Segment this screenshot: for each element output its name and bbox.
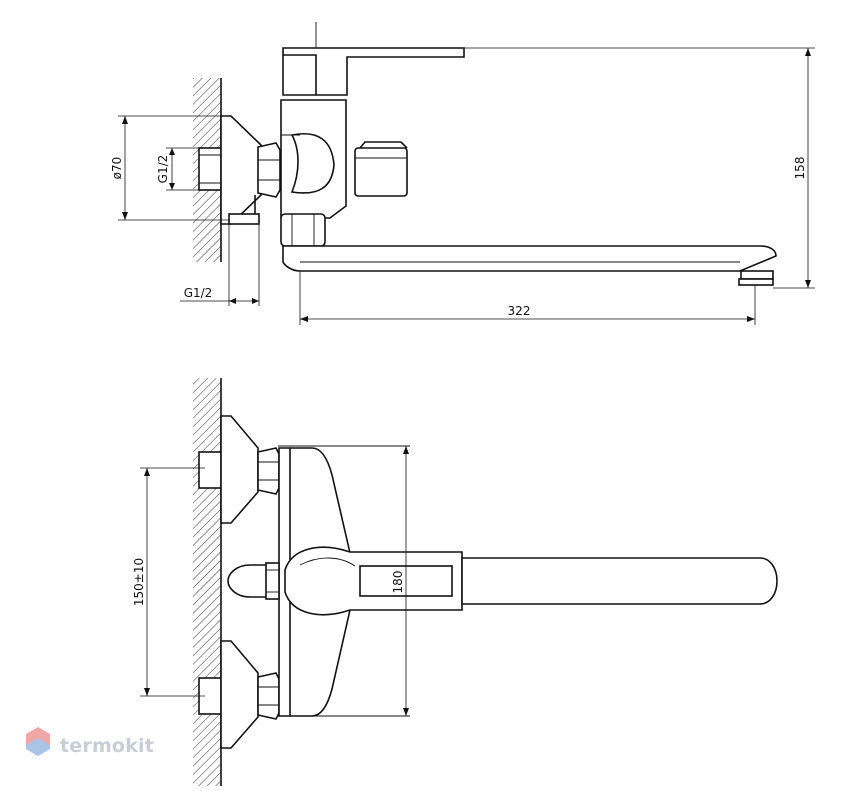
front-view: 150±10 180 xyxy=(132,378,778,786)
inlet-spacing-label: 150±10 xyxy=(132,558,146,606)
diverter-knob xyxy=(354,147,408,197)
spout-length-label: 322 xyxy=(508,304,531,318)
inlet-thread-label: G1/2 xyxy=(156,155,170,184)
diverter-front xyxy=(227,564,269,598)
hex-nut xyxy=(257,142,281,198)
inlet-pipe xyxy=(198,147,222,191)
wall-hatch-bottom xyxy=(193,378,221,786)
lower-rosette xyxy=(220,640,259,749)
side-view: ø70 G1/2 G1/2 158 322 xyxy=(110,22,815,325)
front-lever xyxy=(284,546,463,616)
cover-rosette xyxy=(220,115,262,225)
watermark: termokit xyxy=(26,727,154,757)
wall-thread-label: G1/2 xyxy=(184,286,213,300)
spout xyxy=(282,245,777,272)
lower-nut xyxy=(257,672,280,720)
body-bulge xyxy=(290,133,335,194)
spout-ring xyxy=(280,213,326,247)
diameter-label: ø70 xyxy=(110,157,124,180)
height-label: 158 xyxy=(793,157,807,180)
upper-nut xyxy=(257,447,280,495)
front-spout xyxy=(461,557,778,605)
aerator xyxy=(740,270,774,280)
eccentric-connector xyxy=(228,213,260,225)
body-height-label: 180 xyxy=(391,571,405,594)
hexagon-logo-icon xyxy=(26,727,50,756)
upper-rosette xyxy=(220,415,259,524)
mixer-body xyxy=(280,99,347,219)
watermark-brand: termokit xyxy=(60,735,154,757)
